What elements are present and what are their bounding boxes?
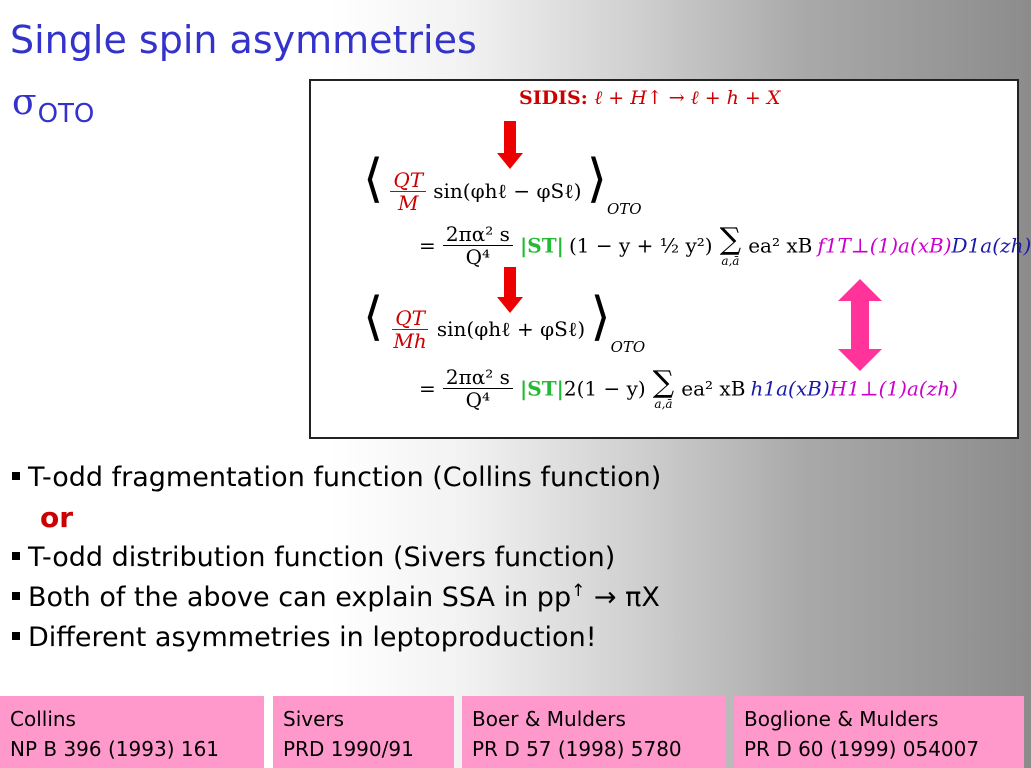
- eq1-prefactor-den: Q⁴: [465, 245, 491, 269]
- eq2-ratio-num: QT: [392, 307, 428, 330]
- eq2-sum: ∑a,ā: [652, 364, 675, 411]
- eq2-factor: 2(1 − y): [563, 376, 646, 401]
- or-label: or: [40, 501, 74, 534]
- reference-box-collins: Collins NP B 396 (1993) 161: [0, 696, 264, 768]
- red-down-arrow-icon: [497, 267, 523, 313]
- eq2-ratio: QT Mh: [390, 307, 429, 352]
- magenta-double-arrow-icon: [838, 279, 882, 371]
- sidis-heading: SIDIS: ℓ + H↑ → ℓ + h + X: [519, 87, 780, 110]
- eq2-rhs: = 2πα² s Q⁴ |ST|2(1 − y) ∑a,ā ea² xB h1a…: [419, 366, 958, 411]
- eq1-lhs: ⟨ QT M sin(φhℓ − φSℓ) ⟩OTO: [363, 153, 642, 218]
- square-bullet-icon: [12, 471, 20, 480]
- equals-sign: =: [419, 376, 436, 401]
- eq2-sum-limit: a,ā: [654, 396, 673, 411]
- sidis-label: SIDIS:: [519, 87, 588, 109]
- eq2-distribution: h1a(xB): [750, 376, 830, 401]
- eq2-oto: OTO: [610, 338, 646, 356]
- eq1-sum-limit: a,ā: [721, 253, 740, 268]
- eq1-ratio-den: M: [398, 191, 419, 215]
- eq2-prefactor: 2πα² s Q⁴: [442, 366, 513, 412]
- bullet-text: T-odd fragmentation function (Collins fu…: [28, 462, 662, 493]
- square-bullet-icon: [12, 551, 20, 560]
- square-bullet-icon: [12, 591, 20, 600]
- eq2-ratio-den: Mh: [393, 329, 427, 353]
- bullet-text: T-odd distribution function (Sivers func…: [28, 542, 616, 573]
- eq1-ratio: QT M: [390, 169, 427, 215]
- eq1-prefactor: 2πα² s Q⁴: [442, 223, 513, 269]
- reference-citation: NP B 396 (1993) 161: [10, 737, 220, 761]
- slide-subtitle: σOTO: [12, 82, 94, 129]
- eq2-lhs: ⟨ QT Mh sin(φhℓ + φSℓ) ⟩OTO: [363, 291, 645, 356]
- eq1-spin: |ST|: [519, 233, 564, 258]
- reference-box-boer-mulders: Boer & Mulders PR D 57 (1998) 5780: [462, 696, 725, 768]
- bullet-text: Different asymmetries in leptoproduction…: [28, 622, 597, 653]
- eq1-rhs: = 2πα² s Q⁴ |ST| (1 − y + ½ y²) ∑a,ā ea²…: [419, 223, 1031, 268]
- right-angle-bracket: ⟩: [590, 287, 611, 347]
- reference-citation: PR D 60 (1999) 054007: [744, 737, 980, 761]
- reference-author: Collins: [10, 707, 76, 731]
- eq1-distribution: f1T⊥(1)a(xB): [817, 233, 952, 258]
- eq1-angle: sin(φhℓ − φSℓ): [433, 179, 582, 203]
- eq2-angle: sin(φhℓ + φSℓ): [436, 317, 586, 341]
- eq1-ratio-num: QT: [390, 169, 427, 192]
- bullet-text: Both of the above can explain SSA in pp: [28, 582, 572, 613]
- left-angle-bracket: ⟨: [363, 149, 384, 209]
- right-angle-bracket: ⟩: [586, 149, 607, 209]
- bullet-item: T-odd distribution function (Sivers func…: [12, 538, 661, 578]
- red-down-arrow-icon: [497, 121, 523, 169]
- bullet-item: T-odd fragmentation function (Collins fu…: [12, 458, 661, 498]
- slide-title: Single spin asymmetries: [10, 18, 477, 62]
- formula-box: SIDIS: ℓ + H↑ → ℓ + h + X ⟨ QT M sin(φhℓ…: [309, 79, 1031, 439]
- reference-citation: PR D 57 (1998) 5780: [472, 737, 682, 761]
- bullet-text-tail: → πX: [585, 582, 660, 613]
- eq2-fragmentation: H1⊥(1)a(zh): [829, 376, 958, 401]
- reference-box-sivers: Sivers PRD 1990/91: [273, 696, 454, 768]
- left-angle-bracket: ⟨: [363, 287, 384, 347]
- equals-sign: =: [419, 233, 436, 258]
- eq2-spin: |ST|: [519, 376, 564, 401]
- eq1-sum: ∑a,ā: [719, 221, 742, 268]
- sidis-process: ℓ + H↑ → ℓ + h + X: [594, 87, 781, 109]
- eq2-prefactor-den: Q⁴: [465, 388, 491, 412]
- sigma-symbol: σ: [12, 82, 37, 123]
- eq2-term: ea² xB: [681, 376, 746, 401]
- reference-author: Boglione & Mulders: [744, 707, 939, 731]
- eq1-term: ea² xB: [748, 233, 813, 258]
- reference-author: Sivers: [283, 707, 345, 731]
- bullet-item: Different asymmetries in leptoproduction…: [12, 618, 661, 658]
- reference-citation: PRD 1990/91: [283, 737, 414, 761]
- bullet-item: Both of the above can explain SSA in pp↑…: [12, 578, 661, 618]
- eq1-fragmentation: D1a(zh): [951, 233, 1031, 258]
- bullet-list: T-odd fragmentation function (Collins fu…: [12, 458, 661, 658]
- eq1-prefactor-num: 2πα² s: [442, 223, 513, 246]
- square-bullet-icon: [12, 631, 20, 640]
- eq1-oto: OTO: [607, 200, 642, 218]
- eq1-factor: (1 − y + ½ y²): [568, 233, 713, 258]
- eq2-prefactor-num: 2πα² s: [442, 366, 513, 389]
- reference-author: Boer & Mulders: [472, 707, 626, 731]
- sigma-subscript: OTO: [37, 99, 95, 129]
- bullet-superscript: ↑: [571, 581, 586, 601]
- reference-box-boglione-mulders: Boglione & Mulders PR D 60 (1999) 054007: [734, 696, 1024, 768]
